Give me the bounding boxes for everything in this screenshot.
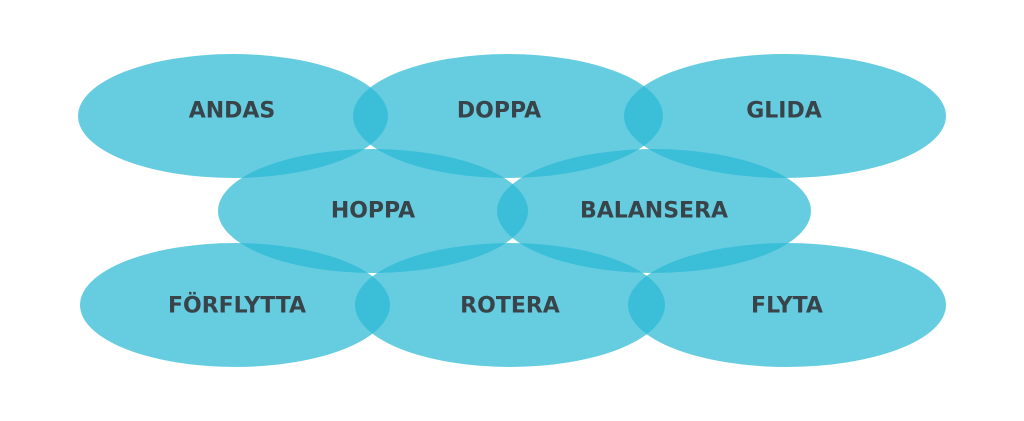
ellipse-doppa <box>353 54 663 178</box>
ellipse-hoppa <box>218 149 528 273</box>
label-andas: ANDAS <box>189 99 276 124</box>
label-hoppa: HOPPA <box>331 199 415 224</box>
ellipse-forflytta <box>80 243 390 367</box>
ellipse-balansera <box>497 149 811 273</box>
ellipse-glida <box>624 54 946 178</box>
label-balansera: BALANSERA <box>580 199 728 224</box>
ellipse-rotera <box>355 243 665 367</box>
label-glida: GLIDA <box>746 99 822 124</box>
label-doppa: DOPPA <box>457 99 541 124</box>
label-forflytta: FÖRFLYTTA <box>168 293 306 319</box>
label-rotera: ROTERA <box>460 294 560 319</box>
ellipse-flyta <box>628 243 946 367</box>
label-flyta: FLYTA <box>751 294 823 319</box>
ellipse-andas <box>78 54 388 178</box>
